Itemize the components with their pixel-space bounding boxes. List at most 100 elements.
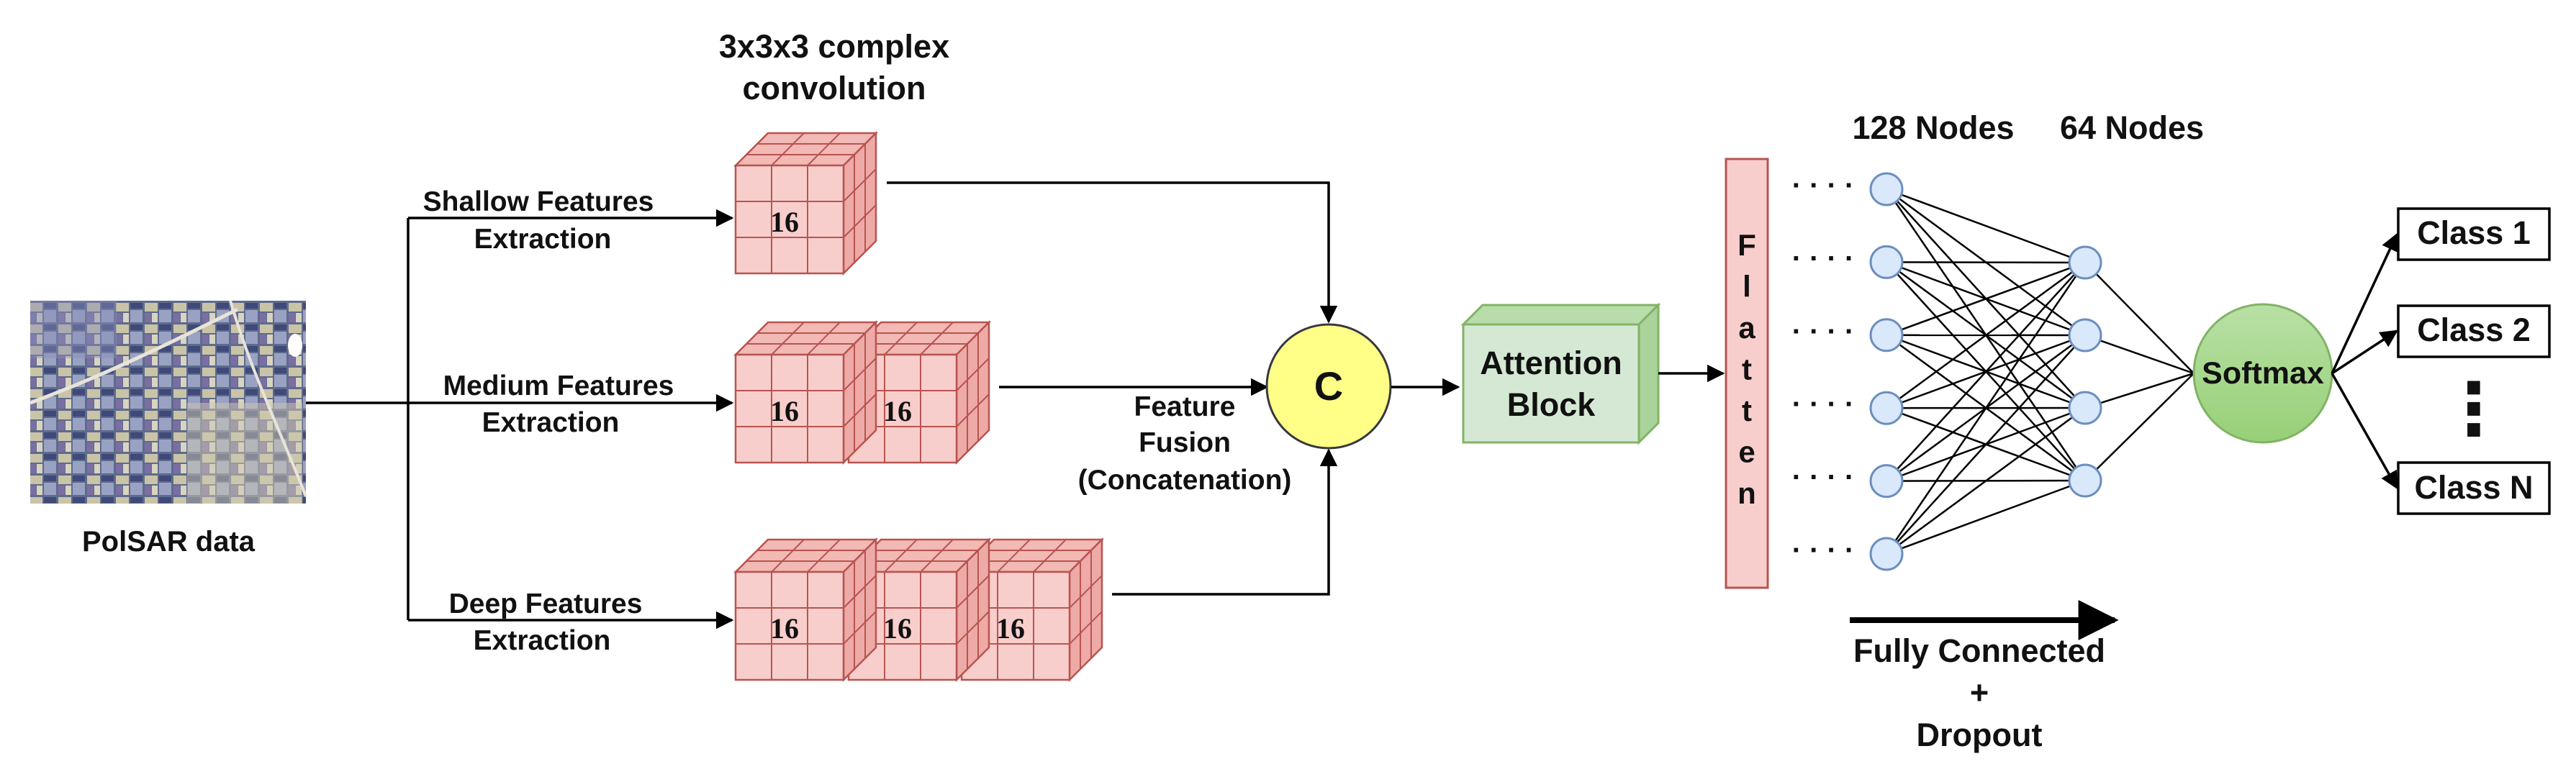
fusion-caption-line3: (Concatenation) [1078,465,1292,496]
network-edge [2084,373,2195,481]
network-node [2068,463,2102,498]
concat-connectors [887,181,1338,596]
class-n-label: Class N [2414,469,2533,506]
cube-grid-line [843,204,877,238]
class-2-box [2397,304,2551,358]
softmax-to-class-arrows [2331,232,2399,490]
cube-front-face [734,164,845,275]
input-label: PolSAR data [82,526,256,558]
cube-channel-label: 16 [770,206,799,238]
network-edge [2084,372,2195,409]
fc-caption-line1: Fully Connected [1853,632,2105,669]
ellipsis-dots: · · · · [1792,170,1855,201]
network-edge [1886,406,2086,555]
flatten-letter: e [1738,435,1755,469]
cube-channel-label: 16 [996,612,1025,645]
class-1-label: Class 1 [2417,214,2531,251]
network-edge [1886,335,2086,555]
flatten-letter: F [1737,228,1756,262]
network-edges [1885,188,2195,555]
branch-shallow-label: Shallow Features [423,186,654,217]
layer2-label: 64 Nodes [2060,109,2204,146]
network-edge [1886,188,2086,264]
branch-deep-label: Deep Features [449,588,643,619]
network-node [1869,464,1904,499]
fc-caption-line2: + [1970,674,1989,711]
cube-grid-line [807,539,841,573]
cube-channel-label: 16 [770,395,799,427]
conv-title-line2: convolution [743,70,926,106]
cube-channel-label: 16 [883,612,912,645]
cube-grid-line [843,575,877,609]
softmax-label: Softmax [2202,356,2324,391]
branch-shallow-sublabel: Extraction [474,224,612,255]
flatten-letter: t [1742,353,1752,386]
fc-caption-line3: Dropout [1917,717,2043,753]
cube-grid-line [771,539,805,573]
network-node [1869,391,1904,425]
cube-grid-line [843,394,877,427]
attention-label-line1: Attention [1480,345,1622,381]
polsar-image [30,300,307,504]
network-edge [1885,262,2087,555]
fusion-caption-line2: Fusion [1139,427,1231,458]
cube-grid-line [920,539,954,573]
flatten-letter: a [1738,311,1755,345]
concat-symbol: C [1314,363,1343,409]
cube-grid-line [1033,539,1067,573]
concat-node [1265,323,1392,450]
cube-grid-line [956,611,990,645]
network-node [1869,318,1904,353]
network-edge [2084,334,2195,375]
flatten-letter: t [1742,394,1752,427]
network-node [2068,391,2102,425]
network-node [1869,537,1904,571]
ellipsis-dots: · · · · [1792,462,1855,494]
cube-channel-label: 16 [883,395,912,427]
branch-medium-label: Medium Features [443,370,674,401]
branch-medium-sublabel: Extraction [482,407,620,438]
layer1-label: 128 Nodes [1852,109,2014,146]
ellipsis-dots: · · · · [1792,388,1855,420]
cube-grid-line [843,611,877,645]
cube-grid-line [807,322,841,355]
cube-grid-line [956,394,990,427]
branch-deep-sublabel: Extraction [474,625,611,656]
flatten-letter: l [1743,270,1751,304]
network-edge [1886,479,2086,555]
cube-front-face [734,570,845,681]
cube-grid-line [843,168,877,202]
conv-cube: 16 [733,130,879,276]
network-edge [1886,261,2086,264]
cube-grid-line [807,132,841,166]
attention-block [1460,302,1661,445]
cube-grid-line [771,322,805,355]
cube-front-face [734,353,845,464]
branch-connectors [306,209,734,629]
ellipsis-dots: · · · · [1792,535,1855,566]
network-node [1869,172,1904,206]
class-2-label: Class 2 [2417,312,2531,348]
conv-title-line1: 3x3x3 complex [719,28,949,65]
cube-grid-line [1069,575,1103,609]
cube-grid-line [956,575,990,609]
class-ellipsis: ⋮ [2438,369,2510,450]
cube-channel-label: 16 [770,612,799,645]
cube-grid-line [884,322,918,355]
conv-cube: 16 [733,537,879,683]
cube-grid-line [771,132,805,166]
network-edge [1886,262,2086,482]
conv-cube: 16 [846,319,992,465]
cube-grid-line [1069,611,1103,645]
network-node [1869,245,1904,279]
network-edge [2084,262,2195,374]
cube-grid-line [997,539,1031,573]
network-node [2068,318,2102,353]
cube-grid-line [884,539,918,573]
flatten-bar [1725,158,1769,589]
ellipsis-dots: · · · · [1792,242,1855,274]
fully-connected-network: · · · ·· · · ·· · · ·· · · ·· · · ·· · ·… [1792,170,2195,571]
class-n-box [2397,461,2551,515]
